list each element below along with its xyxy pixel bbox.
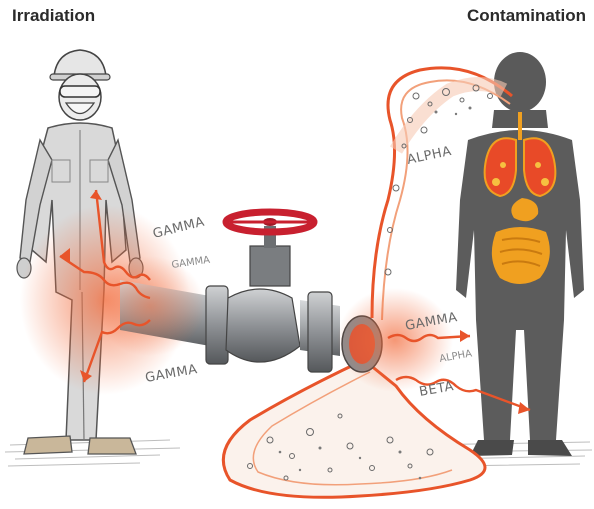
alpha-label-1: ALPHA [406,144,453,168]
leak-glow [337,288,453,392]
pipe-glow [95,256,205,356]
gamma-label-1: GAMMA [151,215,206,242]
